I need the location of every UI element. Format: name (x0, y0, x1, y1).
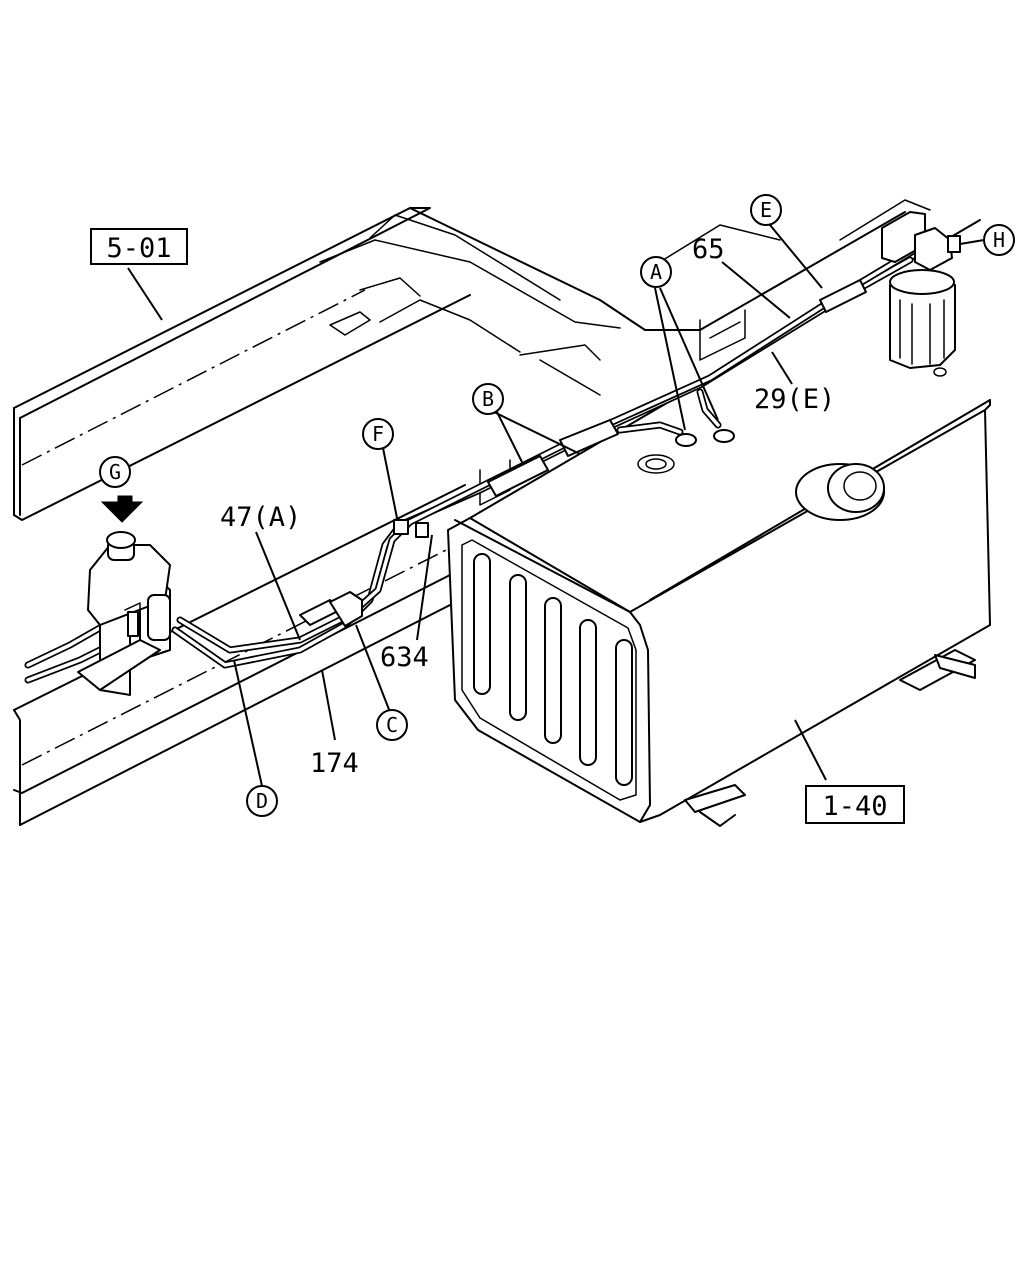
callout-c-text: C (386, 713, 398, 737)
part-label-634: 634 (380, 642, 429, 673)
callout-e: E (750, 194, 782, 226)
part-label-47a: 47(A) (220, 502, 301, 533)
callout-c: C (376, 709, 408, 741)
part-label-29e: 29(E) (754, 384, 835, 415)
fuel-tank (447, 219, 991, 827)
fuel-filter-left (77, 531, 171, 696)
callout-b-text: B (482, 387, 494, 411)
fuel-filter-right (881, 211, 961, 377)
callout-h: H (983, 224, 1015, 256)
callout-a-text: A (650, 260, 662, 284)
callout-e-text: E (760, 198, 772, 222)
callout-f: F (362, 418, 394, 450)
callout-f-text: F (372, 422, 384, 446)
callout-g: G (99, 456, 131, 488)
callout-h-text: H (993, 228, 1005, 252)
ref-box-5-01 (90, 228, 188, 265)
ref-label-5-01: 5-01 (106, 233, 171, 264)
callout-d: D (246, 785, 278, 817)
callout-a: A (640, 256, 672, 288)
callout-g-text: G (109, 460, 121, 484)
view-arrow-g (100, 495, 144, 523)
callout-b: B (472, 383, 504, 415)
part-label-174: 174 (310, 748, 359, 779)
callout-d-text: D (256, 789, 268, 813)
ref-box-1-40 (805, 785, 905, 824)
clamp-c (299, 591, 363, 627)
leader-lines (127, 224, 985, 787)
part-label-65: 65 (692, 234, 725, 265)
ref-label-1-40: 1-40 (822, 791, 887, 822)
